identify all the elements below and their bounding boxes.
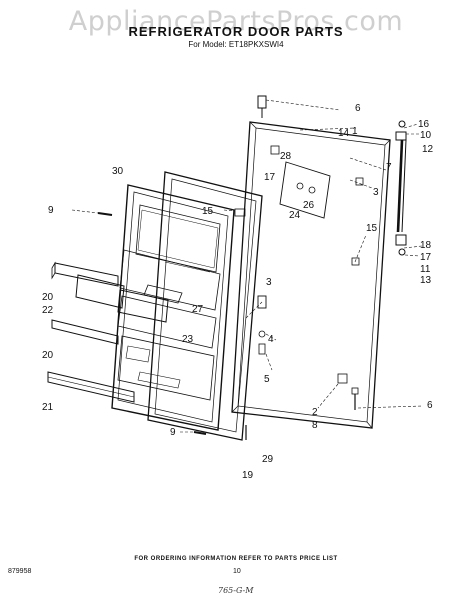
callout-3-center: 3 <box>266 277 272 288</box>
callout-6-bottom: 6 <box>427 400 433 411</box>
callout-6-top: 6 <box>355 103 361 114</box>
callout-19: 19 <box>242 470 254 481</box>
callout-28: 28 <box>280 151 292 162</box>
callout-16: 16 <box>418 119 430 130</box>
callout-18: 18 <box>420 240 432 251</box>
callout-27: 27 <box>192 304 204 315</box>
callout-23: 23 <box>182 334 194 345</box>
callout-11: 11 <box>420 264 431 275</box>
hardware-parts <box>97 95 364 440</box>
callout-10: 10 <box>420 130 432 141</box>
callout-9-lower: 9 <box>170 427 176 438</box>
callout-leaders <box>71 99 423 433</box>
callout-17-lower: 17 <box>420 252 432 263</box>
inner-door-liner <box>111 184 235 431</box>
callout-8: 8 <box>312 420 318 431</box>
ordering-note: FOR ORDERING INFORMATION REFER TO PARTS … <box>134 556 338 562</box>
document-code: 879958 <box>8 568 32 575</box>
model-line: For Model: ET18PKXSWI4 <box>188 40 284 49</box>
callout-3-right: 3 <box>373 187 379 198</box>
door-closer-rod <box>395 120 407 256</box>
callout-5: 5 <box>264 374 270 385</box>
callout-1: 1 <box>352 126 358 137</box>
callout-20-lower: 20 <box>42 350 54 361</box>
callout-30: 30 <box>112 166 124 177</box>
callout-9-upper: 9 <box>48 205 54 216</box>
callout-15-mid: 15 <box>202 206 214 217</box>
callout-17-upper: 17 <box>264 172 276 183</box>
page-number: 10 <box>233 568 241 575</box>
callout-26: 26 <box>303 200 315 211</box>
callout-24: 24 <box>289 210 301 221</box>
callout-7: 7 <box>386 162 392 173</box>
callout-12: 12 <box>422 144 434 155</box>
callout-labels: 6 1 14 16 10 12 28 7 17 3 26 24 30 9 15 … <box>42 103 434 481</box>
callout-20-upper: 20 <box>42 292 54 303</box>
callout-2: 2 <box>312 407 318 418</box>
site-watermark: AppliancePartsPros.com <box>68 6 404 37</box>
callout-29: 29 <box>262 454 274 465</box>
handwritten-note: 765-G-M <box>218 586 254 595</box>
door-shelf-bars <box>47 261 169 403</box>
diagram-title: REFRIGERATOR DOOR PARTS <box>128 24 344 39</box>
callout-21: 21 <box>42 402 54 413</box>
callout-4: 4 <box>268 334 274 345</box>
outer-door-panel <box>231 121 391 429</box>
callout-14: 14 <box>338 128 350 139</box>
callout-15-right: 15 <box>366 223 378 234</box>
callout-22: 22 <box>42 305 54 316</box>
callout-13: 13 <box>420 275 432 286</box>
